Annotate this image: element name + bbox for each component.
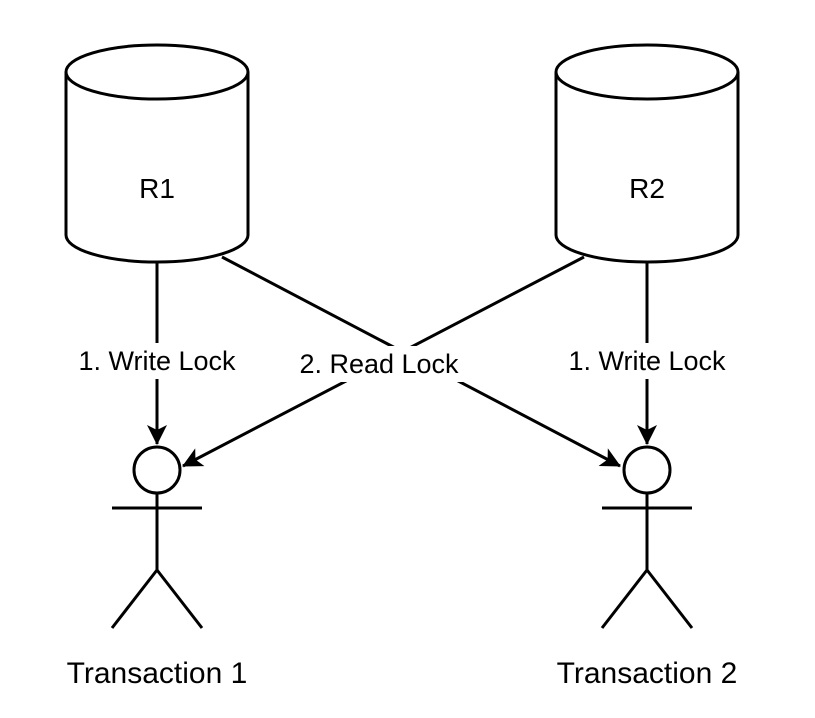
- actor-transaction-2: [600, 445, 694, 629]
- resource-r1-cylinder: R1: [64, 43, 250, 264]
- resource-r2-cylinder: R2: [554, 43, 740, 264]
- resource-r1-label: R1: [139, 173, 175, 204]
- edge-label-r2-t2: 1. Write Lock: [568, 346, 726, 376]
- edge-label-read-lock: 2. Read Lock: [299, 349, 459, 379]
- actor-transaction-2-label: Transaction 2: [557, 657, 738, 690]
- edge-label-r1-t1: 1. Write Lock: [78, 346, 236, 376]
- actor-transaction-1: [110, 445, 204, 629]
- resource-r2-label: R2: [629, 173, 665, 204]
- actor-transaction-1-label: Transaction 1: [67, 657, 248, 690]
